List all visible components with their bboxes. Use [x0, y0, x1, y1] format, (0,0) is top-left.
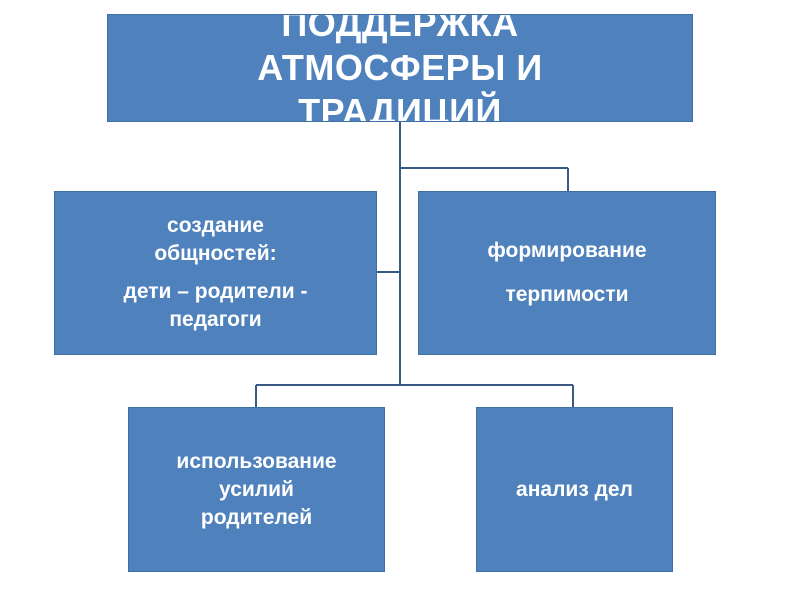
node-tolerance-line-1: формирование	[487, 239, 647, 262]
node-parents-efforts-line-3: родителей	[200, 505, 313, 529]
node-tolerance-line-2: терпимости	[505, 283, 629, 306]
node-communities-sub-line-2: педагоги	[169, 308, 262, 331]
root-line-3: ТРАДИЦИЙ	[298, 91, 502, 122]
node-communities-sub: дети – родители - педагоги	[124, 278, 308, 334]
node-parents-efforts-line-2: усилий	[219, 477, 294, 501]
node-parents-efforts-line-1: использование	[176, 449, 337, 473]
node-analysis-label: анализ дел	[516, 477, 633, 501]
node-communities-title: создание общностей:	[154, 212, 276, 268]
node-tolerance: формирование терпимости	[418, 191, 716, 355]
node-communities-sub-line-1: дети – родители -	[123, 280, 308, 303]
root-node: ПОДДЕРЖКА АТМОСФЕРЫ И ТРАДИЦИЙ	[107, 14, 693, 122]
node-communities: создание общностей: дети – родители - пе…	[54, 191, 377, 355]
node-communities-line-1: создание	[167, 214, 264, 237]
root-line-1: ПОДДЕРЖКА	[281, 14, 519, 44]
node-parents-efforts: использование усилий родителей	[128, 407, 385, 572]
node-communities-line-2: общностей:	[154, 242, 277, 265]
node-analysis: анализ дел	[476, 407, 673, 572]
root-line-2: АТМОСФЕРЫ И	[257, 47, 543, 88]
